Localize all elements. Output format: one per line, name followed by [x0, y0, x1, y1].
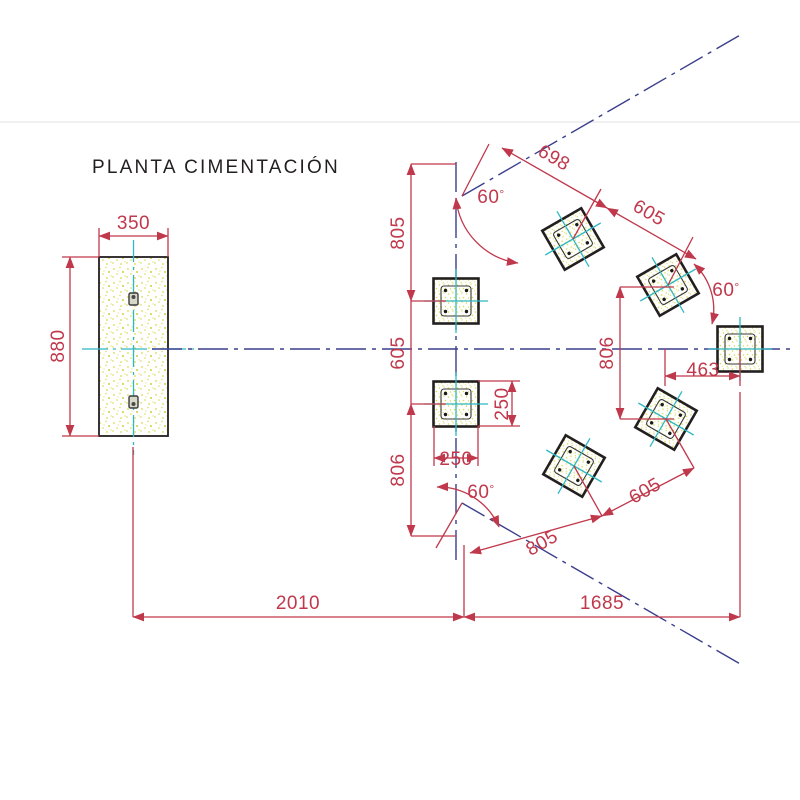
dim-806-right-label: 806: [597, 336, 618, 369]
dim-605-upper-label: 605: [629, 196, 668, 231]
dim-250-horizontal-label: 250: [439, 449, 472, 470]
anchor-bolt-upper: [128, 292, 139, 306]
dim-350-width: [98, 228, 169, 257]
dim-350-label: 350: [117, 213, 150, 234]
dim-250-vertical-label: 250: [492, 387, 513, 420]
anchor-bolt-lower: [128, 395, 139, 409]
dim-605-vertical-label: 605: [388, 336, 409, 369]
dim-463-label: 463: [686, 360, 719, 381]
dim-806-vertical-label: 806: [388, 453, 409, 486]
dim-880-height: [62, 256, 99, 437]
dim-1685-label: 1685: [580, 593, 624, 614]
vertical-dim-chain: [406, 163, 456, 537]
dim-805-vertical-label: 805: [388, 216, 409, 249]
dim-880-label: 880: [48, 329, 69, 362]
angle-right-label: 60°: [712, 280, 739, 301]
angle-arc-top: [452, 197, 519, 266]
dim-footing-250: [433, 380, 520, 466]
dim-805-lower-label: 805: [523, 526, 562, 561]
angle-arc-right: [693, 263, 719, 325]
angle-arc-bottom: [436, 482, 500, 528]
dim-right-806: [615, 286, 674, 420]
page-title: PLANTA CIMENTACIÓN: [92, 156, 340, 178]
dim-bottom-chain: [132, 392, 741, 622]
left-foundation-block: [82, 240, 200, 455]
dim-upper-axis: [461, 143, 697, 286]
angle-top-label: 60°: [477, 187, 504, 208]
dim-463: [664, 349, 741, 386]
upper-inclined-axis: [461, 33, 743, 197]
dim-605-lower-label: 605: [626, 474, 665, 509]
angle-bottom-label: 60°: [467, 482, 494, 503]
dim-2010-label: 2010: [276, 593, 320, 614]
lower-inclined-axis: [461, 502, 743, 666]
